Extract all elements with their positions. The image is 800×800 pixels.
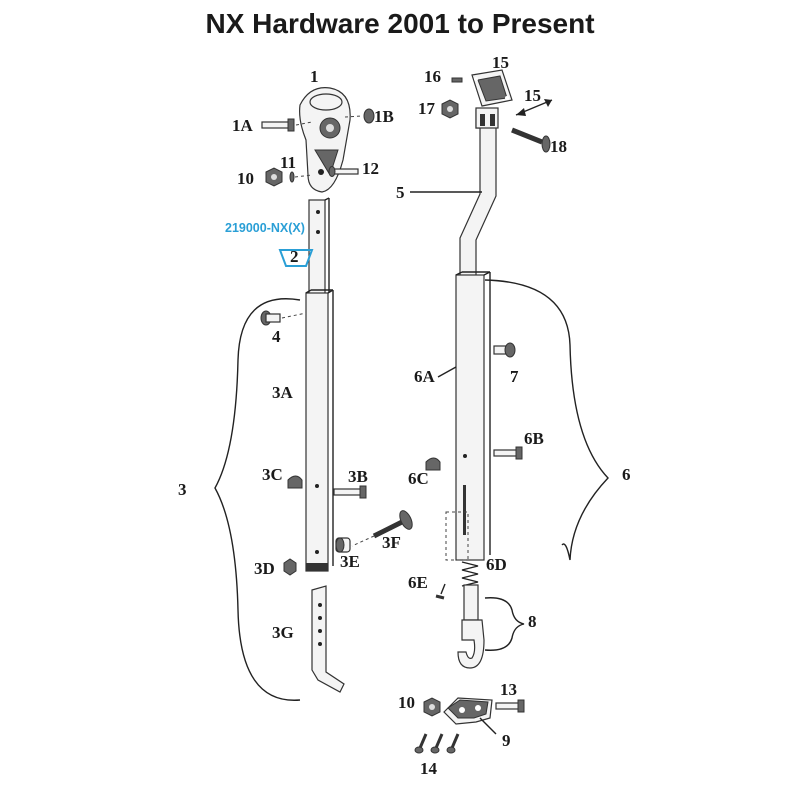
part-3A-outer-tube [305,289,334,572]
label-3E: 3E [340,552,360,571]
brace-3 [214,298,301,701]
label-15-arrow: 15 [524,86,541,105]
label-1A: 1A [232,116,254,135]
part-9-bottom-bracket [443,697,493,725]
label-10-bottom: 10 [398,693,415,712]
part-number-label: 219000-NX(X) [225,221,305,235]
label-7: 7 [510,367,519,386]
label-14: 14 [420,759,438,778]
part-4-pin [260,310,307,326]
part-6E-pin [435,594,445,600]
label-2: 2 [290,247,299,266]
part-15-mounting-plate [471,69,513,107]
label-12: 12 [362,159,379,178]
part-number-marker [278,249,314,267]
part-8-hook [457,584,485,669]
label-6D: 6D [486,555,507,574]
label-17: 17 [418,99,436,118]
label-6C: 6C [408,469,429,488]
part-3F-carriage-bolt [351,510,413,547]
part-16-screw [451,77,463,83]
label-3: 3 [178,480,187,499]
part-2-inner-tube [308,197,330,296]
part-18-bolt [511,127,551,153]
label-8: 8 [528,612,537,631]
part-6B-bolt [493,446,523,460]
label-1: 1 [310,67,319,86]
part-14-screws [414,733,460,754]
arrow-15-direction [515,99,553,116]
part-3C-cap-nut [287,475,303,489]
label-9: 9 [502,731,511,750]
label-18: 18 [550,137,567,156]
part-10-nut-top [265,167,283,187]
part-1B-nut [344,108,375,124]
diagram-title: NX Hardware 2001 to Present [205,8,595,39]
label-3F: 3F [382,533,401,552]
part-17-nut [441,99,459,119]
label-4: 4 [272,327,281,346]
label-3D: 3D [254,559,275,578]
leader-6E [440,583,446,595]
label-5: 5 [396,183,405,202]
label-10-top: 10 [237,169,254,188]
label-11: 11 [280,153,296,172]
label-6: 6 [622,465,631,484]
part-1-top-bracket [299,87,351,193]
label-16: 16 [424,67,441,86]
label-3C: 3C [262,465,283,484]
brace-6 [484,279,609,561]
part-3B-bolt [333,485,367,499]
label-6E: 6E [408,573,428,592]
part-7-pin [493,342,516,358]
label-3B: 3B [348,467,368,486]
label-6A: 6A [414,367,436,386]
part-6A-outer-tube [445,271,491,561]
leader-9 [479,717,497,735]
part-12-screw [328,166,359,177]
part-13-bolt [495,699,525,713]
part-6C-cap-nut [425,457,441,471]
part-6D-spring [461,561,479,587]
part-3E-spacer [335,537,351,553]
part-10-nut-bottom [423,697,441,717]
label-3G: 3G [272,623,294,642]
brace-8 [484,597,525,651]
label-15-top: 15 [492,53,509,72]
label-3A: 3A [272,383,294,402]
label-13: 13 [500,680,517,699]
part-3G-bracket [311,585,345,693]
part-5-bent-arm [459,107,499,279]
part-1A-bolt [261,118,313,132]
label-6B: 6B [524,429,544,448]
part-11-washer [289,171,313,183]
label-1B: 1B [374,107,394,126]
leader-6A [437,366,457,378]
part-3D-nut [283,558,297,576]
